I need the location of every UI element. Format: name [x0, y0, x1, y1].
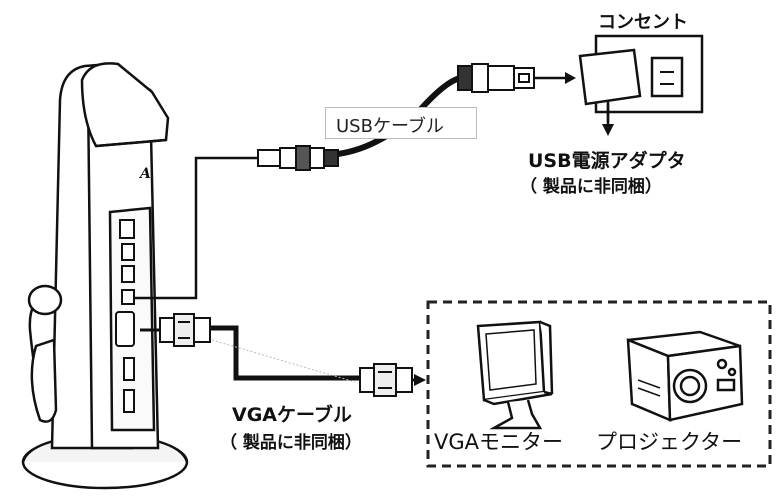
output-devices-box [426, 300, 772, 468]
vga-connector-device-side [159, 313, 211, 347]
usb-cable-label: USBケーブル [336, 116, 444, 137]
vga-monitor-label: VGAモニター [434, 430, 564, 454]
vga-arrow-head [414, 374, 426, 386]
vga-cable-note: （ 製品に非同梱） [220, 433, 362, 453]
vga-cable [140, 325, 360, 383]
adapter-arrow-head [602, 124, 614, 136]
device-strap [27, 284, 63, 423]
vga-monitor-icon [476, 320, 554, 430]
device-ports [115, 219, 135, 413]
projector-icon [626, 330, 744, 422]
usb-cable-label-box: USBケーブル [325, 107, 477, 139]
vga-connector-monitor-side [359, 363, 413, 397]
usb-connector-adapter-side [457, 63, 535, 93]
usb-adapter-label: USB電源アダプタ [528, 150, 686, 172]
outlet-label: コンセント [598, 12, 688, 33]
usb-arrow-head [565, 72, 576, 84]
device-logo: A [138, 166, 151, 182]
projector-label: プロジェクター [596, 430, 743, 454]
usb-adapter-note: （ 製品に非同梱） [520, 177, 662, 197]
vga-cable-label: VGAケーブル [232, 404, 352, 426]
document-camera-device [21, 62, 189, 490]
usb-connector-device-side [257, 145, 339, 171]
device-head [80, 62, 170, 148]
